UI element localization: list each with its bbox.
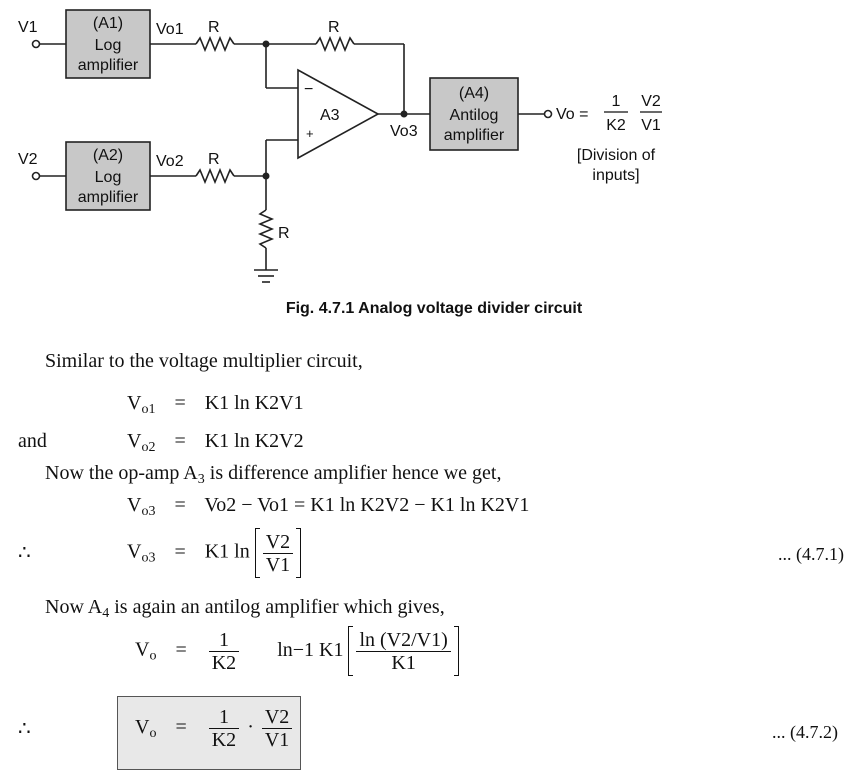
therefore-symbol-2: ∴ [18, 718, 31, 740]
output-lhs: Vo = [556, 106, 588, 123]
r1-label: R [208, 19, 220, 36]
v2-label: V2 [18, 151, 38, 168]
a2-line2: amplifier [78, 189, 139, 206]
output-den2: V1 [641, 117, 661, 134]
vo3-label: Vo3 [390, 123, 418, 140]
output-den1: K2 [606, 117, 626, 134]
equation-number-1: ... (4.7.1) [778, 544, 844, 564]
eq3-rhs: Vo2 − Vo1 = K1 ln K2V2 − K1 ln K2V1 [204, 494, 530, 516]
opamp-a3-triangle [297, 68, 380, 160]
final-result-box [117, 696, 301, 770]
a1-line1: Log [95, 37, 122, 54]
opamp-name: A3 [320, 107, 340, 124]
divider-circuit-diagram: V1 V2 (A1) Log amplifier (A2) Log amplif… [18, 9, 662, 283]
a1-tag: (A1) [93, 15, 123, 32]
r2-label: R [208, 151, 220, 168]
equation-number-2: ... (4.7.2) [772, 722, 838, 742]
equation-2: Vo2 = K1 ln K2V2 [127, 430, 304, 455]
resistor-r2 [195, 167, 235, 185]
output-num1: 1 [612, 93, 621, 110]
resistor-feedback [315, 35, 355, 53]
vo2-label: Vo2 [156, 153, 184, 170]
a4-tag: (A4) [459, 85, 489, 102]
a2-line1: Log [95, 169, 122, 186]
eq2-rhs: K1 ln K2V2 [204, 430, 304, 452]
rf-label: R [328, 19, 340, 36]
resistor-ground [257, 209, 275, 249]
paragraph-3: Now A4 is again an antilog amplifier whi… [45, 596, 445, 621]
resistor-r1 [195, 35, 235, 53]
therefore-symbol-1: ∴ [18, 542, 31, 564]
equation-3: Vo3 = Vo2 − Vo1 = K1 ln K2V2 − K1 ln K2V… [127, 494, 530, 519]
figure-caption: Fig. 4.7.1 Analog voltage divider circui… [285, 300, 583, 317]
eq1-rhs: K1 ln K2V1 [204, 392, 304, 414]
a1-line2: amplifier [78, 57, 139, 74]
paragraph-2: Now the op-amp A3 is difference amplifie… [45, 462, 502, 487]
note-line1: [Division of [577, 147, 656, 164]
note-line2: inputs] [592, 167, 639, 184]
equation-1: Vo1 = K1 ln K2V1 [127, 392, 304, 417]
paragraph-1: Similar to the voltage multiplier circui… [45, 350, 363, 372]
block-a2 [65, 141, 151, 211]
block-a4 [429, 77, 519, 151]
rg-label: R [278, 225, 290, 242]
a2-tag: (A2) [93, 147, 123, 164]
vo1-label: Vo1 [156, 21, 184, 38]
v1-label: V1 [18, 19, 38, 36]
a4-line2: amplifier [444, 127, 505, 144]
block-a1 [65, 9, 151, 79]
and-word: and [18, 430, 47, 452]
output-num2: V2 [641, 93, 661, 110]
opamp-minus: − [304, 81, 313, 98]
a4-line1: Antilog [450, 107, 499, 124]
opamp-plus: + [306, 126, 314, 141]
v1-terminal [31, 39, 41, 49]
v2-terminal [31, 171, 41, 181]
